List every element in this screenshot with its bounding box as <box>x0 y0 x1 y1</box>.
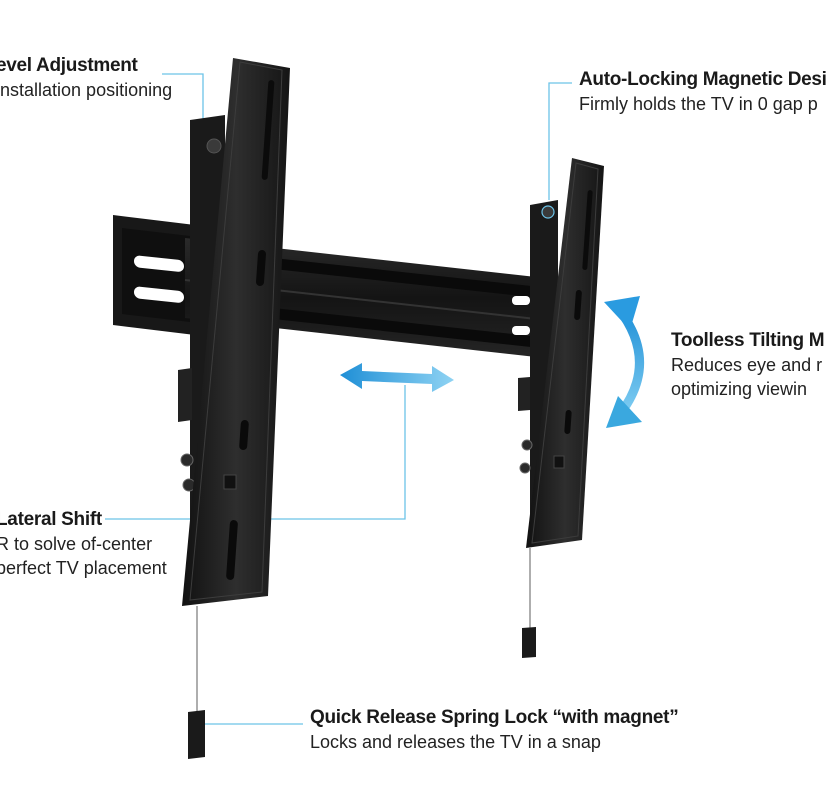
lateral-shift-arrow-icon <box>340 363 454 392</box>
right-bracket <box>512 158 604 658</box>
callout-title: Quick Release Spring Lock “with magnet” <box>310 707 679 728</box>
callout-auto-locking: Auto-Locking Magnetic Desi Firmly holds … <box>579 68 827 116</box>
leader-lock <box>548 82 572 200</box>
leader-lines <box>105 73 572 725</box>
callout-title: evel Adjustment <box>0 55 138 76</box>
callout-desc: Locks and releases the TV in a snap <box>310 732 601 752</box>
left-bracket <box>178 58 290 759</box>
callout-desc: installation positioning <box>0 80 173 100</box>
wall-plate <box>113 215 195 335</box>
callout-desc: Reduces eye and r <box>671 355 823 375</box>
callout-desc: Firmly holds the TV in 0 gap p <box>579 94 818 114</box>
callout-title: Toolless Tilting M <box>671 330 825 351</box>
callout-title: Lateral Shift <box>0 509 102 530</box>
callout-lateral-shift: Lateral Shift R to solve of-center perfe… <box>0 508 167 580</box>
tilt-arrow-icon <box>604 296 644 428</box>
callout-desc: optimizing viewin <box>671 379 808 399</box>
callout-level-adjustment: evel Adjustment installation positioning <box>0 54 172 102</box>
callout-quick-release: Quick Release Spring Lock “with magnet” … <box>310 706 679 754</box>
leader-level <box>162 73 204 120</box>
callout-toolless-tilting: Toolless Tilting M Reduces eye and r opt… <box>671 329 825 401</box>
callout-desc: perfect TV placement <box>0 558 167 578</box>
callout-desc: R to solve of-center <box>0 534 153 554</box>
product-illustration <box>105 58 644 759</box>
callout-title: Auto-Locking Magnetic Desi <box>579 69 827 90</box>
